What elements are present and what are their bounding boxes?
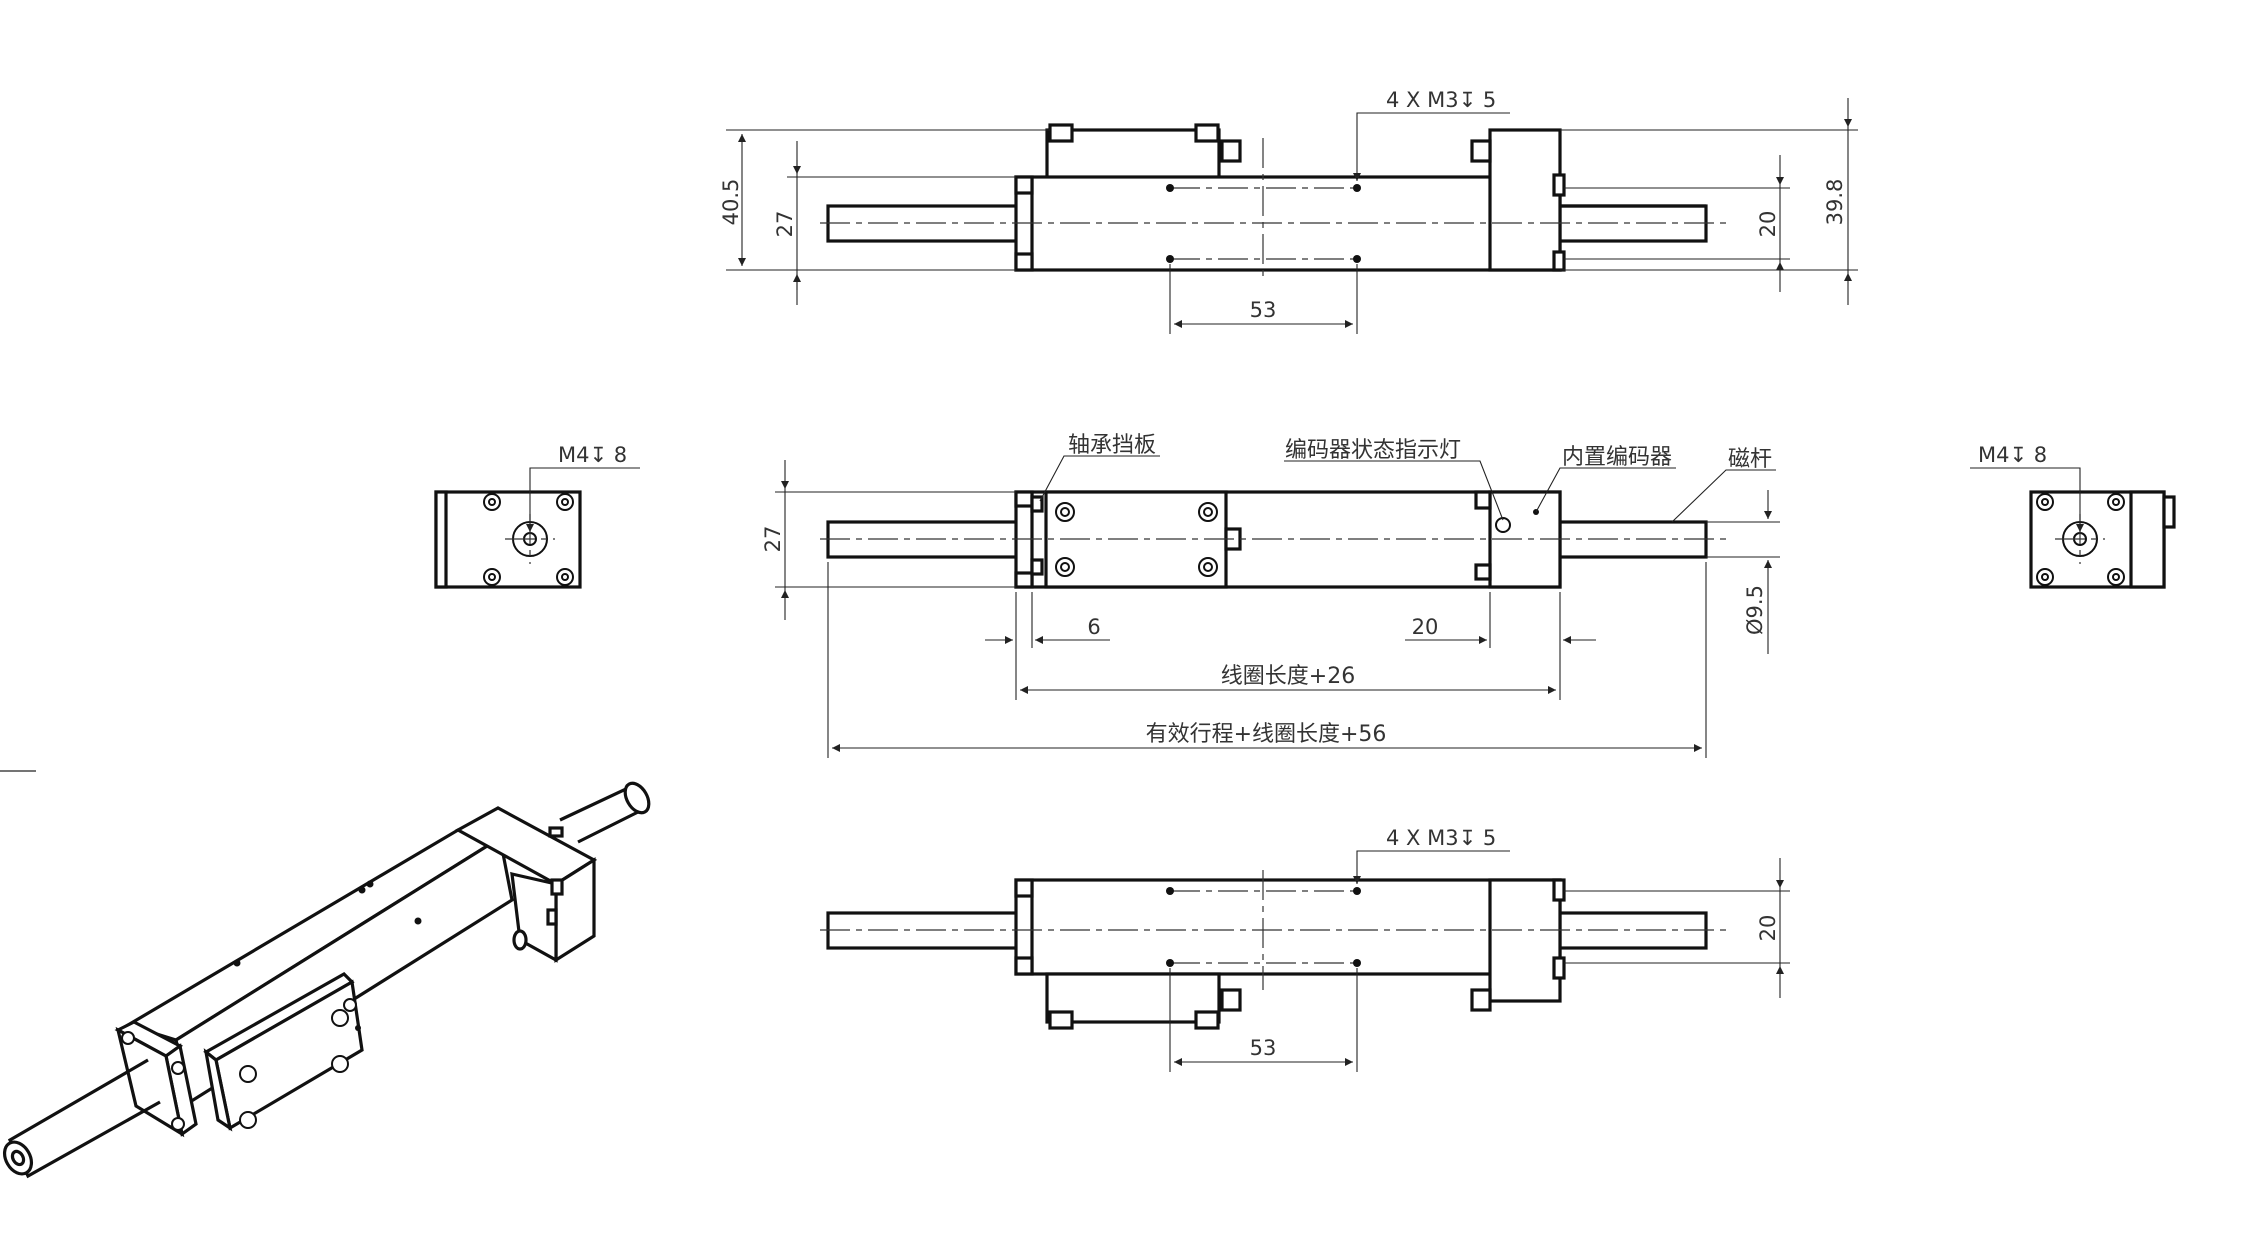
end-view-right: M4↧ 8 bbox=[1970, 443, 2176, 589]
dim-rod-diameter: Ø9.5 bbox=[1743, 585, 1767, 635]
dim-6: 6 bbox=[1087, 615, 1100, 639]
right-end-callout: M4↧ 8 bbox=[1978, 443, 2047, 467]
dim-27-top: 27 bbox=[773, 211, 797, 238]
top-view: 4 X M3↧ 5 40.5 27 20 39.8 53 bbox=[719, 88, 1858, 334]
dim-53-bottom: 53 bbox=[1250, 1036, 1277, 1060]
bottom-view: 4 X M3↧ 5 20 53 bbox=[820, 826, 1790, 1072]
indicator-light bbox=[1495, 517, 1511, 533]
end-view-left: M4↧ 8 bbox=[434, 443, 640, 589]
bottom-hole-callout: 4 X M3↧ 5 bbox=[1386, 826, 1496, 850]
dim-27-side: 27 bbox=[761, 526, 785, 553]
dim-total-length: 有效行程+线圈长度+56 bbox=[1146, 722, 1387, 747]
dim-20-bottom: 20 bbox=[1756, 915, 1780, 942]
label-bearing-plate: 轴承挡板 bbox=[1068, 433, 1156, 458]
left-end-callout: M4↧ 8 bbox=[558, 443, 627, 467]
isometric-view bbox=[2, 781, 651, 1179]
label-magnet-rod: 磁杆 bbox=[1728, 447, 1772, 472]
bearing-plate-top bbox=[1045, 128, 1221, 180]
label-encoder-indicator: 编码器状态指示灯 bbox=[1285, 438, 1461, 463]
side-view: 轴承挡板 编码器状态指示灯 内置编码器 磁杆 27 Ø9.5 6 20 线圈 bbox=[761, 433, 1780, 758]
dim-53-top: 53 bbox=[1250, 298, 1277, 322]
dim-39-8: 39.8 bbox=[1823, 179, 1847, 226]
dim-40-5: 40.5 bbox=[719, 179, 743, 226]
dim-coil-length: 线圈长度+26 bbox=[1221, 664, 1355, 689]
dim-20-side: 20 bbox=[1412, 615, 1439, 639]
top-hole-callout: 4 X M3↧ 5 bbox=[1386, 88, 1496, 112]
dim-20-top: 20 bbox=[1756, 211, 1780, 238]
encoder-block-top bbox=[1488, 128, 1562, 272]
label-builtin-encoder: 内置编码器 bbox=[1562, 445, 1672, 470]
